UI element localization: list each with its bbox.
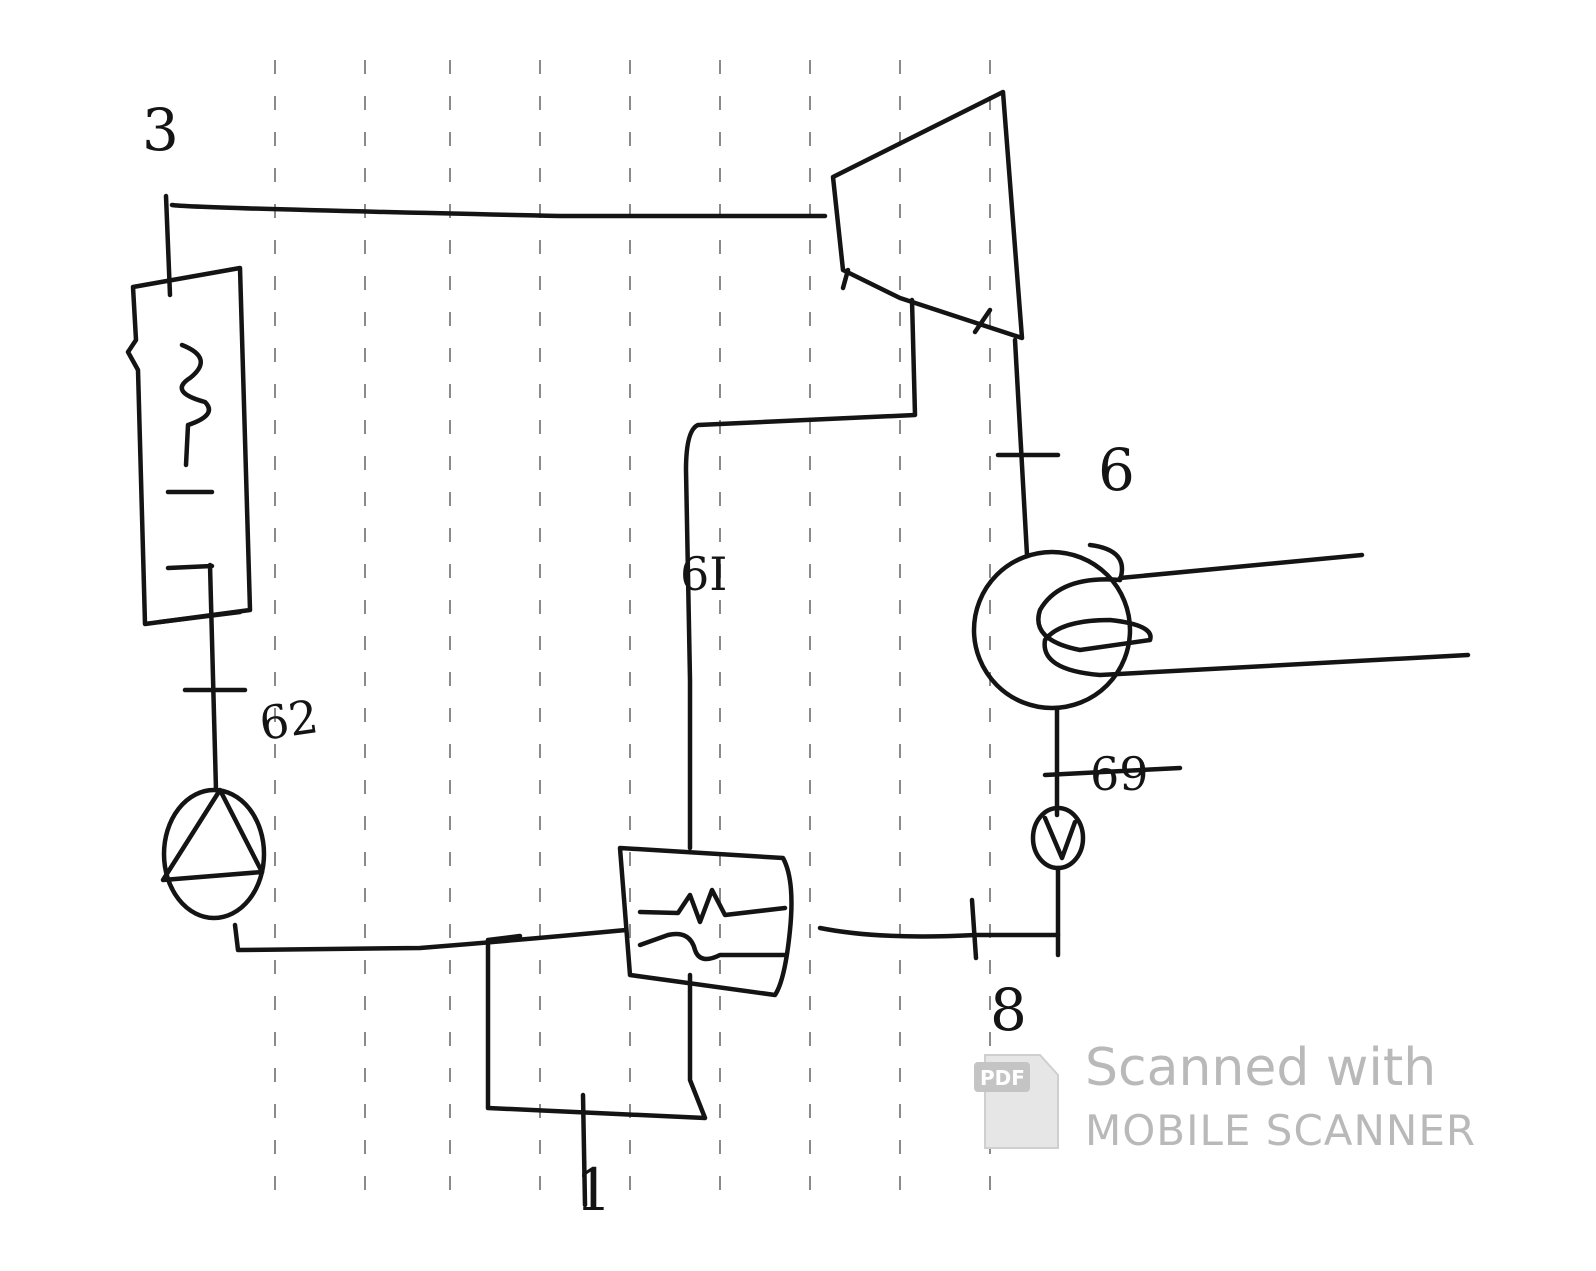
pipe-boiler-to-turbine	[163, 193, 828, 298]
pipe-turbine-to-condenser	[995, 337, 1061, 558]
label-state-69: 69	[1090, 747, 1149, 801]
scanner-watermark: PDF Scanned with MOBILE SCANNER	[974, 1038, 1476, 1155]
label-state-1: 1	[575, 1156, 612, 1224]
watermark-line2: MOBILE SCANNER	[1085, 1106, 1476, 1155]
pipe-condenser-to-pump	[1042, 707, 1183, 818]
open-feedwater-heater	[485, 845, 794, 1208]
pipe-pump-to-boiler	[182, 562, 248, 793]
turbine	[830, 89, 1025, 341]
label-state-8: 8	[990, 976, 1027, 1044]
pipe-heater-to-feed-pump	[232, 922, 629, 953]
feed-pump	[160, 787, 267, 921]
pdf-badge	[974, 1062, 1030, 1092]
pdf-badge-text: PDF	[980, 1066, 1025, 1090]
label-state-6i: 6I	[680, 547, 727, 601]
label-state-3: 3	[142, 96, 179, 164]
pipe-pump-to-heater	[817, 865, 1061, 961]
watermark-line1: Scanned with	[1085, 1038, 1436, 1098]
label-state-62: 62	[256, 689, 321, 751]
condenser	[971, 542, 1471, 711]
boiler	[125, 265, 253, 627]
paper-ruling	[274, 60, 991, 1200]
label-state-6: 6	[1098, 436, 1135, 504]
pipe-extraction-6i	[683, 297, 918, 851]
